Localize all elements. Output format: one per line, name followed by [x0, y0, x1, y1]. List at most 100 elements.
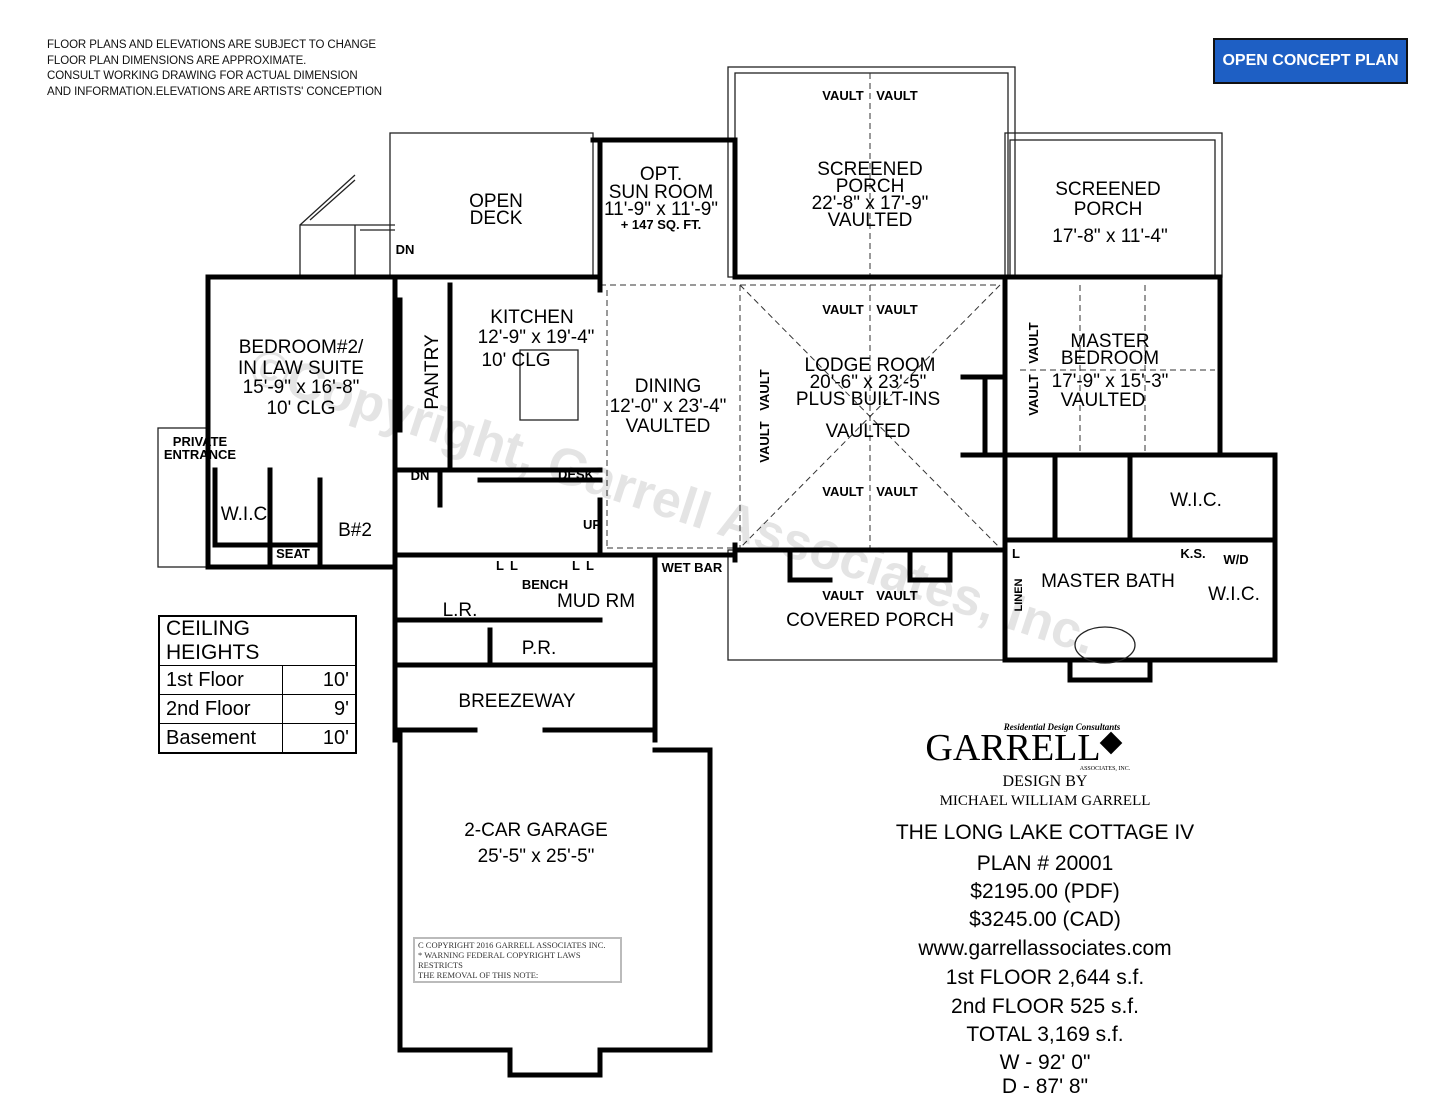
logo-tagline: Residential Design Consultants — [1003, 722, 1121, 732]
first-floor-area: 1st FLOOR 2,644 s.f. — [945, 966, 1145, 989]
walls — [205, 137, 1278, 1078]
open-concept-plan-button[interactable]: OPEN CONCEPT PLAN — [1213, 38, 1408, 84]
screened-porch-right-label: PORCH — [1074, 199, 1143, 220]
kitchen-dimensions: 12'-9" x 19'-4" — [478, 327, 595, 348]
designer-name: MICHAEL WILLIAM GARRELL — [939, 793, 1151, 809]
stair-down-label: DN — [411, 468, 430, 483]
washer-dryer-label: W/D — [1223, 552, 1248, 567]
screened-porch-label: PORCH — [836, 176, 905, 197]
bath2-label: B#2 — [338, 520, 372, 541]
linen-closet-label: L — [1012, 546, 1020, 561]
screened-porch-label: SCREENED — [817, 159, 923, 180]
floor-cell: Basement — [158, 723, 283, 754]
plan-name: THE LONG LAKE COTTAGE IV — [895, 821, 1195, 844]
sun-room-label: SUN ROOM — [609, 182, 714, 203]
sun-room-label: OPT. — [640, 164, 682, 185]
vault-label: VAULT — [1026, 374, 1041, 415]
master-bedroom-dimensions: 17'-9" x 15'-3" — [1052, 371, 1169, 392]
stair-up-label: UP — [583, 517, 601, 532]
kitchen-label: KITCHEN — [490, 307, 573, 328]
ks-label: K.S. — [1180, 546, 1205, 561]
note-line: FLOOR PLANS AND ELEVATIONS ARE SUBJECT T… — [47, 39, 377, 51]
copyright-line: * WARNING FEDERAL COPYRIGHT LAWS RESTRIC… — [418, 950, 581, 970]
website-link[interactable]: www.garrellassociates.com — [918, 937, 1172, 960]
lodge-room-vaulted: VAULTED — [826, 421, 911, 442]
note-line: AND INFORMATION.ELEVATIONS ARE ARTISTS' … — [47, 85, 383, 98]
height-cell: 10' — [282, 723, 357, 754]
garrell-logo: Residential Design Consultants GARRELL A… — [925, 722, 1130, 772]
screened-porch-dimensions: 22'-8" x 17'-9" — [812, 193, 929, 214]
copyright-note: C COPYRIGHT 2016 GARRELL ASSOCIATES INC.… — [413, 937, 622, 983]
note-line: CONSULT WORKING DRAWING FOR ACTUAL DIMEN… — [47, 70, 358, 83]
wet-bar-label: WET BAR — [662, 560, 723, 575]
open-deck-label: OPEN — [469, 191, 523, 212]
lodge-room-label: LODGE ROOM — [805, 355, 936, 376]
private-entrance-label: PRIVATE — [173, 434, 228, 449]
locker-label: L — [586, 558, 594, 573]
kitchen-island — [519, 349, 579, 421]
stair-down-label: DN — [396, 242, 415, 257]
price-cad: $3245.00 (CAD) — [969, 908, 1121, 931]
vault-label: VAULT — [876, 302, 917, 317]
dining-label: DINING — [635, 376, 702, 397]
sun-room-dimensions: 11'-9" x 11'-9" — [604, 199, 718, 220]
copyright-line: C COPYRIGHT 2016 GARRELL ASSOCIATES INC. — [418, 940, 606, 950]
covered-porch-label: COVERED PORCH — [786, 610, 954, 631]
master-bedroom-label: BEDROOM — [1061, 348, 1159, 369]
lodge-room-builtins: PLUS BUILT-INS — [796, 389, 940, 410]
powder-room-label: P.R. — [522, 638, 557, 659]
width: W - 92' 0" — [999, 1051, 1091, 1074]
floor-cell: 1st Floor — [158, 665, 283, 695]
master-bedroom-vaulted: VAULTED — [1061, 390, 1146, 411]
lodge-room-dimensions: 20'-6" x 23'-5" — [810, 372, 927, 393]
master-bath-label: MASTER BATH — [1041, 571, 1175, 592]
vault-label: VAULT — [822, 484, 863, 499]
copyright-line: THE REMOVAL OF THIS NOTE: — [418, 970, 539, 980]
pantry-label: PANTRY — [422, 334, 443, 410]
floor-cell: 2nd Floor — [158, 694, 283, 724]
plan-number: PLAN # 20001 — [976, 852, 1114, 875]
locker-label: L — [496, 558, 504, 573]
seat-label: SEAT — [276, 546, 310, 561]
vault-lines — [600, 73, 1215, 549]
vault-label: VAULT — [876, 484, 917, 499]
garage-dimensions: 25'-5" x 25'-5" — [478, 846, 595, 867]
vault-label: VAULT — [822, 88, 863, 103]
ceiling-heights-title: CEILING HEIGHTS — [158, 615, 357, 666]
vault-label: VAULT — [822, 588, 863, 603]
height-cell: 10' — [282, 665, 357, 695]
logo-name: GARRELL — [925, 727, 1100, 769]
room-labels: OPEN DECK OPT. SUN ROOM 11'-9" x 11'-9" … — [164, 88, 1260, 867]
bedroom2-label: IN LAW SUITE — [238, 358, 364, 379]
vault-label: VAULT — [876, 588, 917, 603]
screened-porch-right-label: SCREENED — [1055, 179, 1161, 200]
design-by: DESIGN BY — [1002, 773, 1088, 790]
master-wic-label: W.I.C. — [1170, 490, 1222, 511]
sun-room-area: + 147 SQ. FT. — [621, 217, 702, 232]
screened-porch-right-dimensions: 17'-8" x 11'-4" — [1052, 226, 1167, 247]
vault-label: VAULT — [876, 88, 917, 103]
laundry-room-label: L.R. — [443, 600, 478, 621]
vault-label: VAULT — [1026, 322, 1041, 363]
master-tub — [1074, 626, 1136, 664]
bedroom2-dimensions: 15'-9" x 16'-8" — [243, 377, 360, 398]
second-floor-area: 2nd FLOOR 525 s.f. — [951, 995, 1139, 1018]
locker-label: L — [510, 558, 518, 573]
garage-label: 2-CAR GARAGE — [464, 820, 608, 841]
kitchen-ceiling: 10' CLG — [481, 350, 550, 371]
note-line: FLOOR PLAN DIMENSIONS ARE APPROXIMATE. — [47, 54, 307, 67]
wic-label: W.I.C. — [1208, 584, 1260, 605]
vault-label: VAULT — [822, 302, 863, 317]
mud-room-label: MUD RM — [557, 591, 635, 612]
bedroom2-ceiling: 10' CLG — [266, 398, 335, 419]
linen-label: LINEN — [1013, 578, 1025, 611]
vault-label: VAULT — [757, 369, 772, 410]
dining-vaulted: VAULTED — [626, 416, 711, 437]
bench-label: BENCH — [522, 577, 568, 592]
open-deck-label: DECK — [470, 208, 523, 229]
